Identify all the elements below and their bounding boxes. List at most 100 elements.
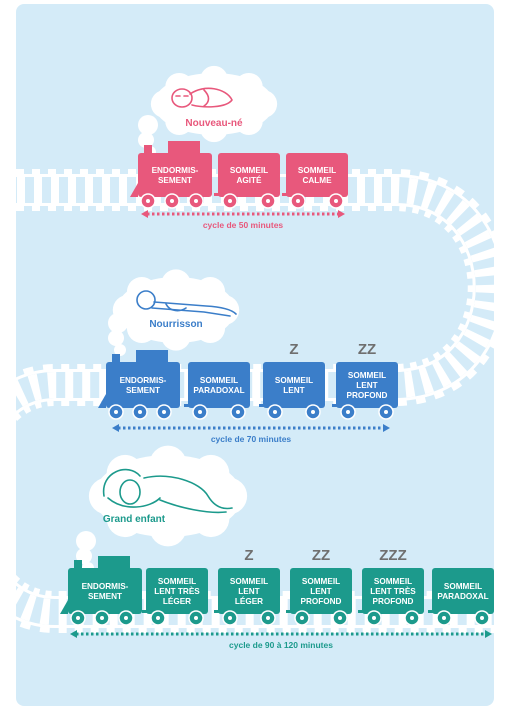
wagon-body <box>432 568 494 614</box>
smoke-puff <box>76 531 96 551</box>
coupler <box>286 610 292 613</box>
wheel-hub <box>442 616 446 620</box>
wagon-label: LENT <box>310 587 331 596</box>
wagon-label: SOMMEIL <box>298 166 336 175</box>
wagon-label: PROFOND <box>347 391 388 400</box>
stage-label: Nouveau-né <box>185 118 243 129</box>
wagon-label: AGITÉ <box>236 175 262 185</box>
wheel-hub <box>194 199 198 203</box>
wheel-hub <box>410 616 414 620</box>
bubble-child <box>89 446 247 547</box>
wagon-body <box>188 362 250 408</box>
wagon-label: CALME <box>302 176 332 185</box>
sleep-z-mark: ZZ <box>312 547 330 564</box>
wagon-body <box>286 153 348 197</box>
wagon-label: LENT <box>238 587 259 596</box>
sleep-z-mark: ZZZ <box>379 547 407 564</box>
coupler <box>184 404 190 407</box>
wheel-hub <box>228 616 232 620</box>
wagon-label: SEMENT <box>158 176 192 185</box>
wagon-label: PROFOND <box>373 597 414 606</box>
coupler <box>358 610 364 613</box>
wagon-label: SOMMEIL <box>200 376 238 385</box>
wagon-label: SEMENT <box>126 386 160 395</box>
wagon-label: SOMMEIL <box>275 376 313 385</box>
wagon-label: SOMMEIL <box>374 577 412 586</box>
wagon-body <box>218 153 280 197</box>
locomotive-cabin <box>168 141 200 155</box>
wagon-label: SOMMEIL <box>444 582 482 591</box>
wagon-label: SOMMEIL <box>230 577 268 586</box>
wagon-label: LENT TRÈS <box>154 586 200 596</box>
bubble-puff <box>235 73 263 101</box>
coupler <box>332 404 338 407</box>
wheel-hub <box>372 616 376 620</box>
wheel-hub <box>384 410 388 414</box>
bubble-puff <box>192 500 229 537</box>
smoke-puff <box>138 115 158 135</box>
wagon-label: PARADOXAL <box>193 386 244 395</box>
wheel-hub <box>162 410 166 414</box>
wagon-label: SOMMEIL <box>158 577 196 586</box>
wheel-hub <box>124 616 128 620</box>
coupler <box>214 610 220 613</box>
sleep-z-mark: ZZ <box>358 341 376 358</box>
wagon-label: LÉGER <box>163 596 191 606</box>
bubble-puff <box>161 269 191 299</box>
wheel-hub <box>480 616 484 620</box>
coupler <box>259 404 265 407</box>
coupler <box>214 193 220 196</box>
sleep-z-mark: Z <box>244 547 253 564</box>
wheel-hub <box>296 199 300 203</box>
wheel-hub <box>346 410 350 414</box>
coupler <box>428 610 434 613</box>
cycle-label: cycle de 90 à 120 minutes <box>229 640 333 650</box>
sleep-z-mark: Z <box>289 341 298 358</box>
wheel-hub <box>146 199 150 203</box>
wagon-label: SOMMEIL <box>348 371 386 380</box>
wheel-hub <box>273 410 277 414</box>
wheel-hub <box>311 410 315 414</box>
wagon-label: PROFOND <box>301 597 342 606</box>
bubble-puff <box>195 277 225 307</box>
wheel-hub <box>156 616 160 620</box>
wheel-hub <box>266 199 270 203</box>
wheel-hub <box>228 199 232 203</box>
wagon-label: ENDORMIS- <box>82 582 129 591</box>
wheel-hub <box>76 616 80 620</box>
locomotive-body <box>138 153 212 197</box>
wheel-hub <box>266 616 270 620</box>
wagon-label: LÉGER <box>235 596 263 606</box>
stage-label: Nourrisson <box>149 319 202 330</box>
wagon-body <box>263 362 325 408</box>
wagon-label: LENT TRÈS <box>370 586 416 596</box>
coupler <box>142 610 148 613</box>
stage-label: Grand enfant <box>103 514 166 525</box>
cycle-label: cycle de 50 minutes <box>203 220 284 230</box>
wagon-label: SOMMEIL <box>302 577 340 586</box>
wheel-hub <box>100 616 104 620</box>
wagon-label: SOMMEIL <box>230 166 268 175</box>
wheel-hub <box>334 199 338 203</box>
wheel-hub <box>198 410 202 414</box>
coupler <box>282 193 288 196</box>
wagon-label: LENT <box>283 386 304 395</box>
wheel-hub <box>194 616 198 620</box>
wheel-hub <box>114 410 118 414</box>
wheel-hub <box>338 616 342 620</box>
locomotive-body <box>106 362 180 408</box>
wagon-label: PARADOXAL <box>437 592 488 601</box>
cycle-label: cycle de 70 minutes <box>211 434 292 444</box>
wheel-hub <box>300 616 304 620</box>
locomotive-body <box>68 568 142 614</box>
wheel-hub <box>236 410 240 414</box>
wheel-hub <box>170 199 174 203</box>
wagon-label: SEMENT <box>88 592 122 601</box>
wagon-label: LENT <box>356 381 377 390</box>
wagon-label: ENDORMIS- <box>120 376 167 385</box>
wheel-hub <box>138 410 142 414</box>
wagon-label: ENDORMIS- <box>152 166 199 175</box>
bubble-newborn <box>151 66 277 142</box>
locomotive-cabin <box>98 556 130 570</box>
